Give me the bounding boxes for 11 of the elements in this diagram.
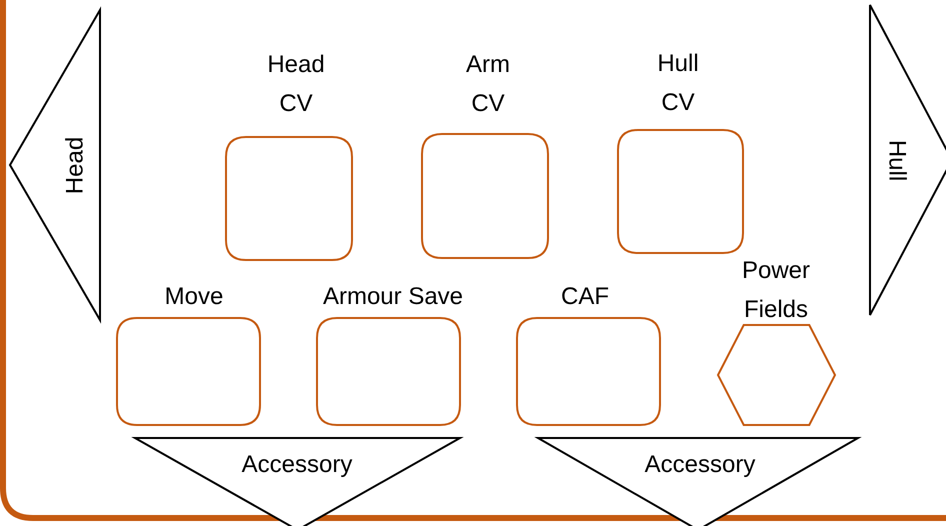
shape-label: Accessory bbox=[240, 450, 354, 480]
shape-label: Head bbox=[60, 136, 90, 196]
shape-label: Arm CV bbox=[465, 50, 511, 119]
shape-label: Power Fields bbox=[740, 256, 812, 325]
shape-label: Accessory bbox=[644, 450, 756, 480]
shape-label: Hull bbox=[882, 138, 912, 184]
shape-label: CAF bbox=[560, 282, 610, 312]
shape-label: Hull CV bbox=[656, 49, 700, 118]
shape-label: Armour Save bbox=[322, 282, 464, 312]
shape-label: Head CV bbox=[266, 50, 326, 119]
shape-label: Move bbox=[164, 282, 224, 312]
